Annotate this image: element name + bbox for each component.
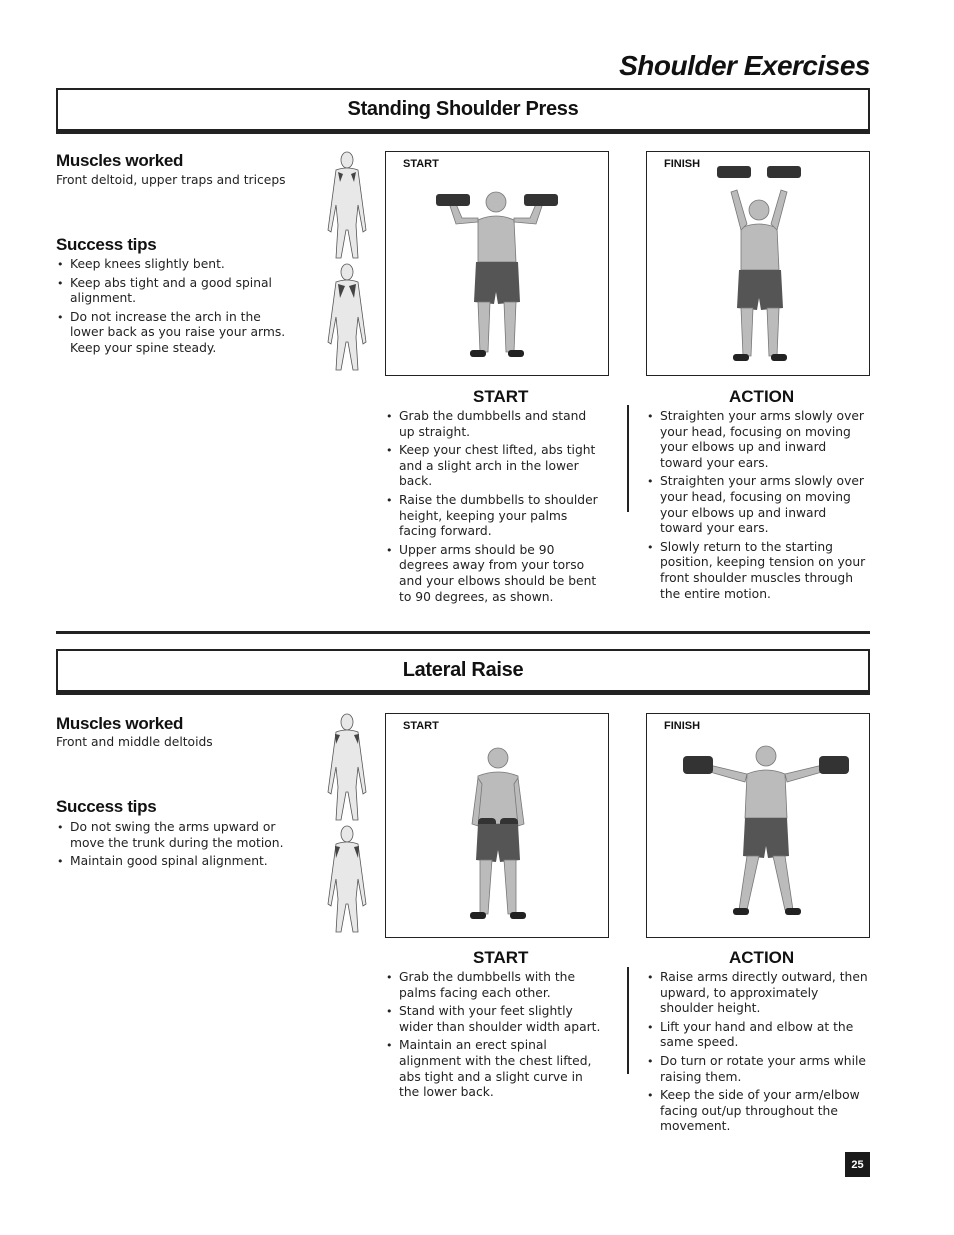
step-item: Maintain an erect spinal alignment with … (385, 1038, 605, 1100)
step-item: Upper arms should be 90 degrees away fro… (385, 543, 605, 605)
success-tips-heading: Success tips (56, 797, 157, 816)
exercise-header: Standing Shoulder Press (56, 88, 870, 134)
action-heading: ACTION (729, 948, 795, 967)
step-item: Grab the dumbbells with the palms facing… (385, 970, 605, 1001)
column-divider (627, 405, 629, 512)
step-item: Do turn or rotate your arms while raisin… (646, 1054, 868, 1085)
finish-position-photo: FINISH (646, 151, 870, 376)
tip-item: Do not swing the arms upward or move the… (56, 820, 296, 851)
tip-item: Keep abs tight and a good spinal alignme… (56, 276, 296, 307)
step-item: Lift your hand and elbow at the same spe… (646, 1020, 868, 1051)
photo-label: FINISH (664, 720, 701, 732)
exercise-title: Lateral Raise (402, 659, 524, 681)
start-steps-list: Grab the dumbbells with the palms facing… (385, 970, 605, 1104)
muscles-worked-heading: Muscles worked (56, 151, 184, 170)
step-item: Straighten your arms slowly over your he… (646, 474, 868, 536)
step-item: Grab the dumbbells and stand up straight… (385, 409, 605, 440)
step-item: Slowly return to the starting position, … (646, 540, 868, 602)
muscle-anatomy-diagram (318, 712, 376, 937)
exercise-header: Lateral Raise (56, 649, 870, 695)
step-item: Raise arms directly outward, then upward… (646, 970, 868, 1017)
tip-item: Do not increase the arch in the lower ba… (56, 310, 296, 357)
page-number: 25 (845, 1152, 870, 1177)
step-item: Straighten your arms slowly over your he… (646, 409, 868, 471)
start-heading: START (473, 948, 529, 967)
action-steps-list: Straighten your arms slowly over your he… (646, 409, 868, 605)
step-item: Keep your chest lifted, abs tight and a … (385, 443, 605, 490)
muscles-worked-text: Front deltoid, upper traps and triceps (56, 173, 286, 187)
step-item: Keep the side of your arm/elbow facing o… (646, 1088, 868, 1135)
muscles-worked-heading: Muscles worked (56, 714, 184, 733)
success-tips-list: Keep knees slightly bent. Keep abs tight… (56, 257, 296, 360)
finish-position-photo: FINISH (646, 713, 870, 938)
muscles-worked-text: Front and middle deltoids (56, 735, 213, 749)
step-item: Raise the dumbbells to shoulder height, … (385, 493, 605, 540)
start-steps-list: Grab the dumbbells and stand up straight… (385, 409, 605, 608)
start-position-photo: START (385, 151, 609, 376)
muscle-anatomy-diagram (318, 150, 376, 375)
photo-label: FINISH (664, 158, 701, 170)
section-divider (56, 631, 870, 634)
step-item: Stand with your feet slightly wider than… (385, 1004, 605, 1035)
tip-item: Maintain good spinal alignment. (56, 854, 296, 870)
success-tips-heading: Success tips (56, 235, 157, 254)
action-steps-list: Raise arms directly outward, then upward… (646, 970, 868, 1138)
page-title: Shoulder Exercises (619, 50, 870, 81)
column-divider (627, 967, 629, 1074)
success-tips-list: Do not swing the arms upward or move the… (56, 820, 296, 873)
photo-label: START (403, 720, 439, 732)
start-position-photo: START (385, 713, 609, 938)
tip-item: Keep knees slightly bent. (56, 257, 296, 273)
exercise-title: Standing Shoulder Press (347, 98, 579, 120)
photo-label: START (403, 158, 439, 170)
action-heading: ACTION (729, 387, 795, 406)
start-heading: START (473, 387, 529, 406)
